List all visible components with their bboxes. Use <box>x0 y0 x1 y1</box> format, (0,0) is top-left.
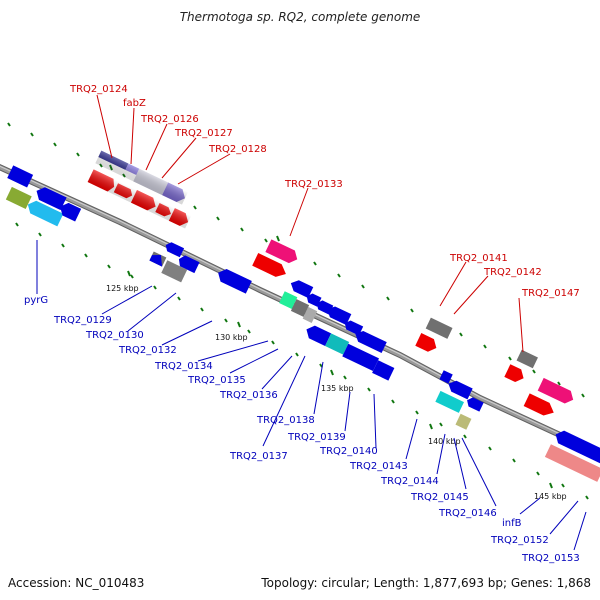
kbp-labels: 125 kbp 130 kbp 135 kbp 140 kbp 145 kbp <box>106 284 567 501</box>
gene-label: TRQ2_0142 <box>483 267 542 278</box>
gene-TRQ2_0139 <box>325 333 350 355</box>
gene-TRQ2_0135 <box>290 299 310 317</box>
gene-label: TRQ2_0146 <box>438 508 497 519</box>
gene-TRQ2_0146 <box>455 413 472 430</box>
tick-label: 135 kbp <box>321 384 354 393</box>
gene-label: pyrG <box>24 295 48 306</box>
gene-label: TRQ2_0135 <box>187 375 246 386</box>
gene-label: TRQ2_0144 <box>380 476 439 487</box>
gene-TRQ2_0133 <box>265 239 298 264</box>
tick-label: 125 kbp <box>106 284 139 293</box>
reverse-leaders <box>36 240 587 551</box>
genome-backbone <box>0 163 600 457</box>
accession-text: Accession: NC_010483 <box>8 576 145 590</box>
gene-TRQ2_0143 <box>439 370 453 384</box>
gene-TRQ2_0141 <box>425 317 453 339</box>
gene-label: TRQ2_0138 <box>256 415 315 426</box>
gene-TRQ2_0142 <box>415 333 437 352</box>
gene-label: infB <box>502 518 522 529</box>
gene-TRQ2_0140 <box>342 343 380 372</box>
gene-label: TRQ2_0136 <box>219 390 278 401</box>
gene-TRQ2_0152 <box>544 444 600 482</box>
gene-TRQ2_0137 <box>306 325 332 346</box>
reverse-label-group: pyrG TRQ2_0129 TRQ2_0130 TRQ2_0132 TRQ2_… <box>24 295 580 564</box>
tick-label: 145 kbp <box>534 492 567 501</box>
tick-label: 130 kbp <box>215 333 248 342</box>
forward-genes <box>87 150 574 416</box>
gene-TRQ2_0144 <box>448 380 473 400</box>
reverse-genes <box>5 165 600 482</box>
tick-label: 140 kbp <box>428 437 461 446</box>
gene-TRQ2_0147 <box>537 377 574 404</box>
genome-summary: Topology: circular; Length: 1,877,693 bp… <box>261 576 591 590</box>
gene-label: TRQ2_0140 <box>319 446 378 457</box>
map-title: Thermotoga sp. RQ2, complete genome <box>179 10 421 24</box>
gene-label: TRQ2_0143 <box>349 461 408 472</box>
gene-label: TRQ2_0128 <box>208 144 267 155</box>
gene-label: TRQ2_0133 <box>284 179 343 190</box>
gene-TRQ2_0134 <box>279 291 298 310</box>
gene-infB <box>555 430 600 464</box>
gene-label: TRQ2_0134 <box>154 361 213 372</box>
tick-marks <box>7 122 589 500</box>
gene-label: TRQ2_0153 <box>521 553 580 564</box>
gene-label: TRQ2_0145 <box>410 492 469 503</box>
gene-TRQ2_0132 <box>218 268 252 294</box>
gene-label: TRQ2_0137 <box>229 451 288 462</box>
gene-pyrG <box>27 200 64 227</box>
gene-TRQ2_0145 <box>435 390 464 413</box>
gene-TRQ2_0136 <box>302 306 318 323</box>
gene-label: TRQ2_0132 <box>118 345 177 356</box>
gene-label: TRQ2_0139 <box>287 432 346 443</box>
forward-leaders <box>96 94 524 353</box>
gene-label: TRQ2_0141 <box>449 253 508 264</box>
forward-label-group: TRQ2_0124 fabZ TRQ2_0126 TRQ2_0127 TRQ2_… <box>69 84 580 299</box>
gene-label: TRQ2_0152 <box>490 535 549 546</box>
gene-label: TRQ2_0127 <box>174 128 233 139</box>
gene-label: TRQ2_0130 <box>85 330 144 341</box>
gene-label: fabZ <box>123 98 146 109</box>
gene-label: TRQ2_0129 <box>53 315 112 326</box>
gene-label: TRQ2_0124 <box>69 84 128 95</box>
gene-label: TRQ2_0126 <box>140 114 199 125</box>
gene-TRQ2_0130 <box>161 260 188 283</box>
gene-label: TRQ2_0147 <box>521 288 580 299</box>
